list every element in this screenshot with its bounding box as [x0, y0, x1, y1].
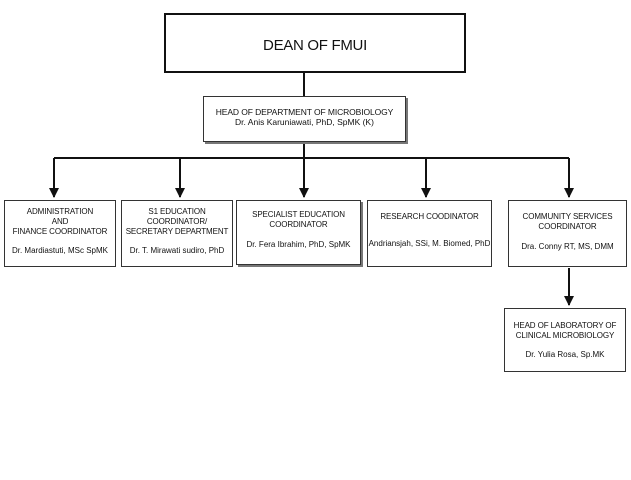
admin-title-line-2: AND [51, 217, 69, 226]
s1-education-coordinator-box: S1 EDUCATION COORDINATOR/ SECRETARY DEPA… [121, 200, 233, 267]
community-services-coordinator-box: COMMUNITY SERVICES COORDINATOR Dra. Conn… [508, 200, 627, 267]
head-of-laboratory-box: HEAD OF LABORATORY OF CLINICAL MICROBIOL… [504, 308, 626, 372]
specialist-coordinator-name: Dr. Fera Ibrahim, PhD, SpMK [246, 240, 351, 249]
head-of-department-box: HEAD OF DEPARTMENT OF MICROBIOLOGY Dr. A… [203, 96, 406, 142]
specialist-education-coordinator-box: SPECIALIST EDUCATION COORDINATOR Dr. Fer… [236, 200, 361, 265]
s1-title-line-3: SECRETARY DEPARTMENT [125, 227, 229, 236]
admin-coordinator-name: Dr. Mardiastuti, MSc SpMK [11, 246, 109, 255]
dean-box: DEAN OF FMUI [164, 13, 466, 73]
community-title-line-2: COORDINATOR [538, 222, 597, 231]
research-title: RESEARCH COODINATOR [380, 212, 479, 221]
head-title: HEAD OF DEPARTMENT OF MICROBIOLOGY [215, 107, 394, 117]
s1-title-line-1: S1 EDUCATION [148, 207, 206, 216]
admin-finance-coordinator-box: ADMINISTRATION AND FINANCE COORDINATOR D… [4, 200, 116, 267]
research-coordinator-box: RESEARCH COODINATOR Andriansjah, SSi, M.… [367, 200, 492, 267]
s1-coordinator-name: Dr. T. Mirawati sudiro, PhD [129, 246, 225, 255]
specialist-title-line-1: SPECIALIST EDUCATION [252, 210, 345, 219]
lab-title-line-2: CLINICAL MICROBIOLOGY [515, 331, 615, 340]
dean-title: DEAN OF FMUI [263, 37, 367, 54]
s1-title-line-2: COORDINATOR/ [146, 217, 208, 226]
lab-title-line-1: HEAD OF LABORATORY OF [513, 321, 617, 330]
lab-head-name: Dr. Yulia Rosa, Sp.MK [525, 350, 605, 359]
admin-title-line-3: FINANCE COORDINATOR [12, 227, 108, 236]
community-coordinator-name: Dra. Conny RT, MS, DMM [521, 242, 614, 251]
admin-title-line-1: ADMINISTRATION [26, 207, 94, 216]
head-name: Dr. Anis Karuniawati, PhD, SpMK (K) [235, 117, 374, 127]
community-title-line-1: COMMUNITY SERVICES [522, 212, 613, 221]
research-coordinator-name: Andriansjah, SSi, M. Biomed, PhD [368, 239, 491, 248]
specialist-title-line-2: COORDINATOR [269, 220, 328, 229]
